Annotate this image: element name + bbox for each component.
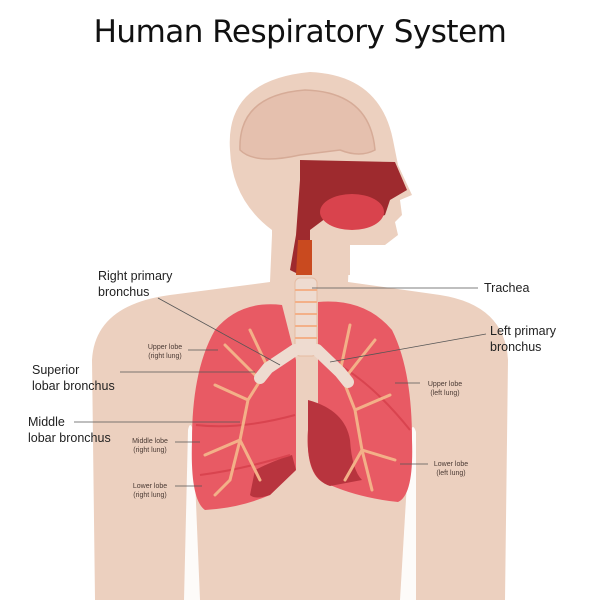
label-line: (left lung) bbox=[436, 470, 466, 477]
label-upper-lobe-left: Upper lobe (left lung) bbox=[420, 380, 470, 398]
primary-bronchi bbox=[254, 344, 354, 388]
label-line: Upper lobe bbox=[147, 344, 183, 351]
label-superior-lobar-bronchus: Superior lobar bronchus bbox=[32, 362, 115, 394]
bronchial-tree bbox=[203, 323, 397, 497]
label-line: lobar bronchus bbox=[32, 379, 115, 393]
label-line: Lower lobe bbox=[132, 483, 168, 490]
label-middle-lobe-right: Middle lobe (right lung) bbox=[125, 437, 175, 455]
tongue bbox=[320, 194, 384, 230]
label-right-primary-bronchus: Right primary bronchus bbox=[98, 268, 172, 300]
label-line: (right lung) bbox=[148, 353, 182, 360]
label-lower-lobe-right: Lower lobe (right lung) bbox=[125, 482, 175, 500]
label-line: Middle lobe bbox=[132, 438, 168, 445]
right-lung bbox=[191, 304, 296, 510]
label-line: Left primary bbox=[490, 324, 556, 338]
label-line: Upper lobe bbox=[427, 381, 463, 388]
arm-gap-right bbox=[400, 427, 416, 600]
label-line: Lower lobe bbox=[433, 461, 469, 468]
label-upper-lobe-right: Upper lobe (right lung) bbox=[140, 343, 190, 361]
page-title: Human Respiratory System bbox=[93, 14, 507, 50]
label-left-primary-bronchus: Left primary bronchus bbox=[490, 323, 556, 355]
label-line: lobar bronchus bbox=[28, 431, 111, 445]
label-line: (right lung) bbox=[133, 492, 167, 499]
pharynx bbox=[296, 240, 312, 275]
heart-notch bbox=[307, 400, 362, 486]
label-line: Middle bbox=[28, 415, 65, 429]
label-trachea: Trachea bbox=[484, 281, 530, 295]
label-line: bronchus bbox=[98, 285, 150, 299]
label-line: bronchus bbox=[490, 340, 542, 354]
label-line: (right lung) bbox=[133, 447, 167, 454]
trachea bbox=[294, 277, 318, 357]
label-line: Superior bbox=[32, 363, 80, 377]
label-line: (left lung) bbox=[430, 390, 460, 397]
brain bbox=[239, 89, 376, 160]
label-line: Right primary bbox=[98, 269, 173, 283]
right-lower-shadow bbox=[250, 455, 296, 498]
arm-gap-left bbox=[184, 425, 200, 600]
label-middle-lobar-bronchus: Middle lobar bronchus bbox=[28, 414, 111, 446]
label-lower-lobe-left: Lower lobe (left lung) bbox=[426, 460, 476, 478]
